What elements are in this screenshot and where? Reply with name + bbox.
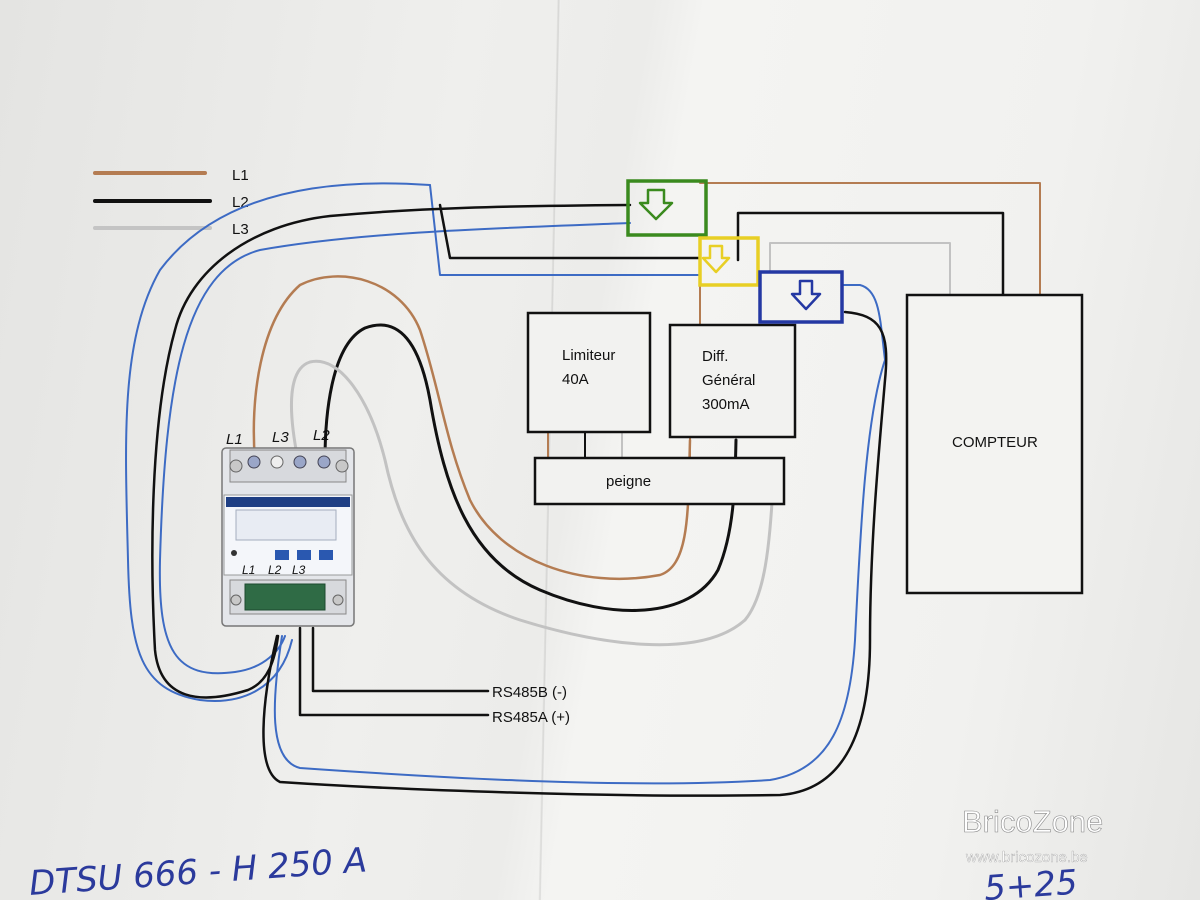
smart-meter: L1 L3 L2 L1 L2 L3	[221, 427, 355, 627]
meter-terminal-block	[244, 583, 326, 611]
clamp-blue	[758, 270, 844, 324]
meter-top-label-l2: L2	[313, 427, 330, 444]
wire-l2-outer	[151, 203, 632, 699]
compteur-frame	[905, 293, 1084, 595]
compteur-label: COMPTEUR	[952, 434, 1038, 451]
down-arrow-icon	[790, 279, 822, 311]
wire-l3-compteur	[769, 242, 951, 296]
rs485a-label: RS485A (+)	[492, 709, 570, 726]
clamp-yellow-frame	[698, 236, 760, 287]
wire-l3-meter-loop	[289, 359, 777, 647]
diff-frame	[668, 323, 797, 439]
diff-label: Diff.	[702, 348, 728, 365]
wire-neutral-outer-2	[429, 184, 701, 276]
wire-l1-meter-loop	[252, 275, 692, 581]
meter-button	[275, 550, 289, 560]
peigne-box: peigne	[533, 456, 786, 506]
wire-neutral-outer	[125, 182, 431, 702]
diff-rating: 300mA	[702, 396, 750, 413]
diff-general: Général	[702, 372, 755, 389]
diff-box: Diff. Général 300mA	[668, 323, 797, 439]
meter-bottom-label-l2: L2	[268, 563, 282, 577]
meter-brand-strip	[226, 497, 350, 507]
limiteur-rating: 40A	[562, 371, 589, 388]
handwritten-corner: 5+25	[983, 863, 1079, 900]
meter-screw	[317, 455, 331, 469]
meter-screw	[293, 455, 307, 469]
meter-top-label-l3: L3	[272, 429, 289, 446]
limiteur-frame	[526, 311, 652, 434]
peigne-frame	[533, 456, 786, 506]
wire-rs485b	[311, 626, 490, 693]
rs485b-label: RS485B (-)	[492, 684, 567, 701]
wire-rs485a	[298, 626, 490, 717]
wire-neutral-inner	[158, 222, 631, 675]
meter-screw	[247, 455, 261, 469]
meter-screw	[270, 455, 284, 469]
meter-top-label-l1: L1	[226, 431, 243, 448]
meter-indicator	[231, 550, 237, 556]
watermark: BricoZone www.bricozone.be	[962, 804, 1104, 866]
clamp-green	[626, 179, 708, 237]
peigne-label: peigne	[606, 473, 651, 490]
wire-neutral-bottom	[273, 284, 886, 785]
meter-screw	[332, 594, 344, 606]
handwritten-model: DTSU 666 - H 250 A	[28, 840, 368, 900]
limiteur-label: Limiteur	[562, 347, 615, 364]
meter-lcd	[235, 509, 337, 541]
wire-l1-compteur	[699, 182, 1041, 296]
meter-screw	[230, 594, 242, 606]
compteur-box: COMPTEUR	[905, 293, 1084, 595]
wire-l2-meter-loop	[323, 323, 738, 612]
meter-screw	[335, 459, 349, 473]
down-arrow-icon	[638, 188, 674, 221]
wire-l2-bottom	[262, 310, 888, 797]
clamp-green-frame	[626, 179, 708, 237]
meter-screw	[229, 459, 243, 473]
meter-bottom-label-l3: L3	[292, 563, 306, 577]
meter-bottom-label-l1: L1	[242, 563, 255, 577]
legend: L1 L2 L3	[93, 167, 249, 238]
legend-label-l3: L3	[232, 221, 249, 238]
meter-button	[319, 550, 333, 560]
legend-label-l1: L1	[232, 167, 249, 184]
wires	[125, 182, 1041, 797]
wire-l2-top	[438, 203, 702, 260]
meter-button	[297, 550, 311, 560]
limiteur-box: Limiteur 40A	[526, 311, 652, 434]
down-arrow-icon	[701, 244, 731, 274]
wire-l2-compteur	[736, 211, 1005, 297]
clamp-yellow	[698, 236, 760, 287]
watermark-url: www.bricozone.be	[965, 849, 1088, 866]
clamp-blue-frame	[758, 270, 844, 324]
watermark-title: BricoZone	[962, 804, 1103, 839]
